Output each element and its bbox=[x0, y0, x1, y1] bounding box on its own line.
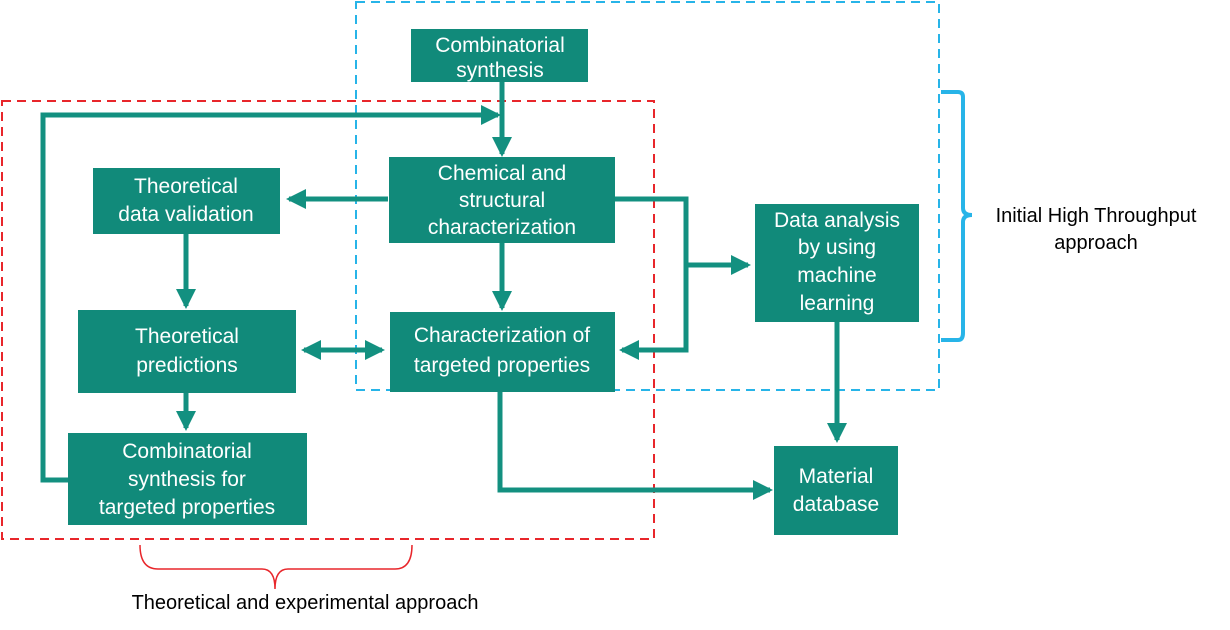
arrow-feedback-loop bbox=[40, 105, 501, 483]
box-characterization-targeted-properties: Characterization of targeted properties bbox=[390, 312, 615, 392]
svg-text:synthesis for: synthesis for bbox=[128, 468, 246, 491]
svg-text:learning: learning bbox=[800, 292, 875, 315]
box-data-analysis: Data analysis by using machine learning bbox=[755, 204, 919, 322]
svg-text:Material: Material bbox=[799, 465, 874, 488]
svg-text:synthesis: synthesis bbox=[456, 59, 544, 82]
arrow-chem-to-data-analysis-right bbox=[615, 196, 689, 360]
svg-text:characterization: characterization bbox=[428, 216, 576, 239]
svg-text:machine: machine bbox=[797, 264, 876, 287]
svg-text:Data analysis: Data analysis bbox=[774, 209, 900, 232]
svg-text:predictions: predictions bbox=[136, 354, 238, 377]
theoretical-experimental-region bbox=[1, 100, 655, 540]
svg-text:targeted properties: targeted properties bbox=[99, 496, 275, 519]
svg-text:data validation: data validation bbox=[118, 203, 253, 226]
high-throughput-region bbox=[355, 1, 940, 391]
box-theoretical-data-validation: Theoretical data validation bbox=[93, 168, 280, 234]
svg-text:Combinatorial: Combinatorial bbox=[122, 440, 252, 463]
label-high-throughput-line2: approach bbox=[1054, 232, 1137, 254]
theoretical-brace bbox=[139, 544, 413, 590]
arrow-targeted-to-database bbox=[497, 392, 773, 500]
svg-text:Chemical and: Chemical and bbox=[438, 162, 566, 185]
svg-text:structural: structural bbox=[459, 189, 545, 212]
svg-text:Theoretical: Theoretical bbox=[135, 325, 239, 348]
svg-text:database: database bbox=[793, 493, 879, 516]
box-theoretical-predictions: Theoretical predictions bbox=[78, 310, 296, 393]
svg-text:targeted properties: targeted properties bbox=[414, 354, 590, 377]
box-combinatorial-synthesis-targeted: Combinatorial synthesis for targeted pro… bbox=[68, 433, 307, 525]
svg-text:Theoretical: Theoretical bbox=[134, 175, 238, 198]
box-chemical-structural-characterization: Chemical and structural characterization bbox=[389, 157, 615, 243]
high-throughput-bracket bbox=[941, 90, 973, 342]
box-material-database: Material database bbox=[774, 446, 898, 535]
box-combinatorial-synthesis: Combinatorial synthesis bbox=[411, 29, 588, 82]
svg-text:Combinatorial: Combinatorial bbox=[435, 34, 565, 57]
label-high-throughput-line1: Initial High Throughput bbox=[996, 205, 1197, 227]
svg-text:by using: by using bbox=[798, 236, 876, 259]
svg-text:Characterization of: Characterization of bbox=[414, 324, 590, 347]
label-theoretical-experimental: Theoretical and experimental approach bbox=[132, 592, 479, 614]
